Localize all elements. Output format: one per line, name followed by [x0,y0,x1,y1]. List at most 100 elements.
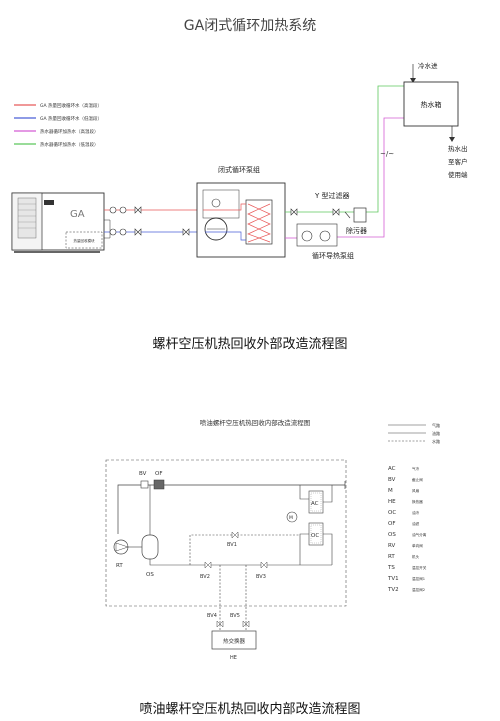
valve-icon [204,561,212,569]
legend-code: TS [387,565,395,571]
circ-pump-group-label: 循环导热泵组 [312,251,354,260]
gauge-icon [119,228,127,236]
legend-code: OF [388,521,396,527]
label-of: OF [155,471,163,477]
internal-flow-diagram: 喷油螺杆空压机热回收内部改造流程图 气路 油路 水路 AC 气冷 BV 截止阀 … [105,418,440,661]
valve-icon [260,561,268,569]
descaler-label: 除污器 [346,226,367,235]
caption-external: 螺杆空压机热回收外部改造流程图 [152,337,348,352]
legend-code: TV1 [387,576,399,582]
cold-water-label: 冷水进 [418,61,438,70]
legend-desc: 换热器 [412,499,423,504]
legend-label-3: 热水器循环加热水（高温段） [40,128,99,135]
legend-code: OS [388,532,396,538]
legend-desc: 温控阀2 [412,587,425,592]
closed-pump-group: 闭式循环泵组 [196,165,286,258]
pump-group-label: 闭式循环泵组 [218,165,260,174]
water-loop: BV1 BV2 BV3 [149,531,332,641]
outlet-label-1: 热水出 [448,144,468,153]
he-box-label: 热交换器 [223,637,246,645]
legend-code: TV2 [387,587,399,593]
circulation-pump-group: 循环导热泵组 [296,223,354,260]
legend-code: AC [388,466,396,472]
machine-boundary [105,459,347,607]
legend-water: 水路 [432,438,440,444]
legend-code: RT [388,554,395,560]
cooler-stack: AC OC M [286,485,333,565]
plate-heat-exchanger [245,199,273,245]
diagram1-title: GA闭式循环加热系统 [184,18,316,34]
legend-desc: 机头 [412,554,420,559]
valve-icon [231,531,239,539]
valve-icon [182,228,190,236]
oil-filter-icon [153,479,165,490]
diagram2-title: 喷油螺杆空压机热回收内部改造流程图 [200,418,311,427]
legend-desc: 气冷 [412,466,420,471]
legend-desc: 温控开关 [412,565,427,570]
external-flow-diagram: GA闭式循环加热系统 GA 热量回收循环水（高温段） GA 热量回收循环水（低温… [11,18,468,260]
hot-water-tank: 冷水进 热水箱 热水出 至客户 使用端 [403,61,468,179]
legend-desc: 风扇 [412,488,420,493]
gauge-icon [109,228,117,236]
label-oc: OC [311,533,319,539]
legend-code: HE [388,499,396,505]
heat-exchanger: BV4 BV5 热交换器 HE [207,613,257,661]
legend-label-1: GA 热量回收循环水（高温段） [40,102,102,109]
label-ac: AC [311,501,319,507]
diagram1-legend: GA 热量回收循环水（高温段） GA 热量回收循环水（低温段） 热水器循环加热水… [14,102,102,148]
diagram-external: GA闭式循环加热系统 GA 热量回收循环水（高温段） GA 热量回收循环水（低温… [0,0,500,300]
recovery-pipes [104,209,201,239]
label-m: M [289,515,293,521]
outlet-label-3: 使用端 [448,170,468,179]
valve-cluster [109,206,190,236]
label-bv3: BV3 [256,574,266,580]
expansion-symbol: ~/~ [380,150,394,158]
fan-icon [286,511,298,523]
label-bv5: BV5 [230,613,240,619]
legend-label-2: GA 热量回收循环水（低温段） [40,115,102,122]
legend-oil: 油路 [432,430,440,436]
legend-air: 气路 [432,422,440,428]
heater-pipes: ~/~ [285,85,404,239]
air-path: BV OF [117,471,346,534]
label-bv: BV [139,471,147,477]
compressor-unit: GA 热量回收模块 [11,192,105,253]
separator-icon [141,534,159,560]
tank-label: 热水箱 [421,100,442,109]
pump-icon [319,230,331,242]
legend-code: RV [388,543,396,549]
valve-icon [134,228,142,236]
legend-desc: 油滤 [412,521,420,526]
legend-desc: 截止阀 [412,477,423,482]
label-os: OS [146,572,154,578]
valve-icon [134,206,142,214]
gauge-icon [109,206,117,214]
component-legend: AC 气冷 BV 截止阀 M 风扇 HE 换热器 OC 油冷 OF 油滤 OS … [387,466,427,593]
line-type-legend: 气路 油路 水路 [388,422,440,444]
diagram-internal: 喷油螺杆空压机热回收内部改造流程图 气路 油路 水路 AC 气冷 BV 截止阀 … [0,395,500,670]
pump-icon [301,230,313,242]
legend-label-4: 热水器循环加热水（低温段） [40,141,99,148]
legend-desc: 油冷 [412,510,420,515]
heat-recovery-box [65,231,103,249]
outlet-label-2: 至客户 [448,157,468,166]
descaler-icon [353,207,367,223]
descaler: 除污器 [346,207,367,235]
valve-icon [290,208,298,216]
label-bv2: BV2 [200,574,210,580]
label-bv4: BV4 [207,613,217,619]
label-he: HE [230,655,237,661]
y-filter-label: Y 型过滤器 [314,191,350,200]
valve-icon [242,620,250,628]
gauge-icon [119,206,127,214]
heat-recovery-label: 热量回收模块 [74,238,95,243]
pump-icon [211,198,221,208]
valve-icon [216,620,224,628]
legend-desc: 温控阀1 [412,576,425,581]
caption-internal: 喷油螺杆空压机热回收内部改造流程图 [139,702,361,717]
compressor-label: GA [70,209,85,220]
legend-code: OC [388,510,396,516]
airend-and-separator: RT OS [113,485,159,578]
valve-icon [332,208,340,216]
legend-desc: 油气分离 [412,532,427,537]
